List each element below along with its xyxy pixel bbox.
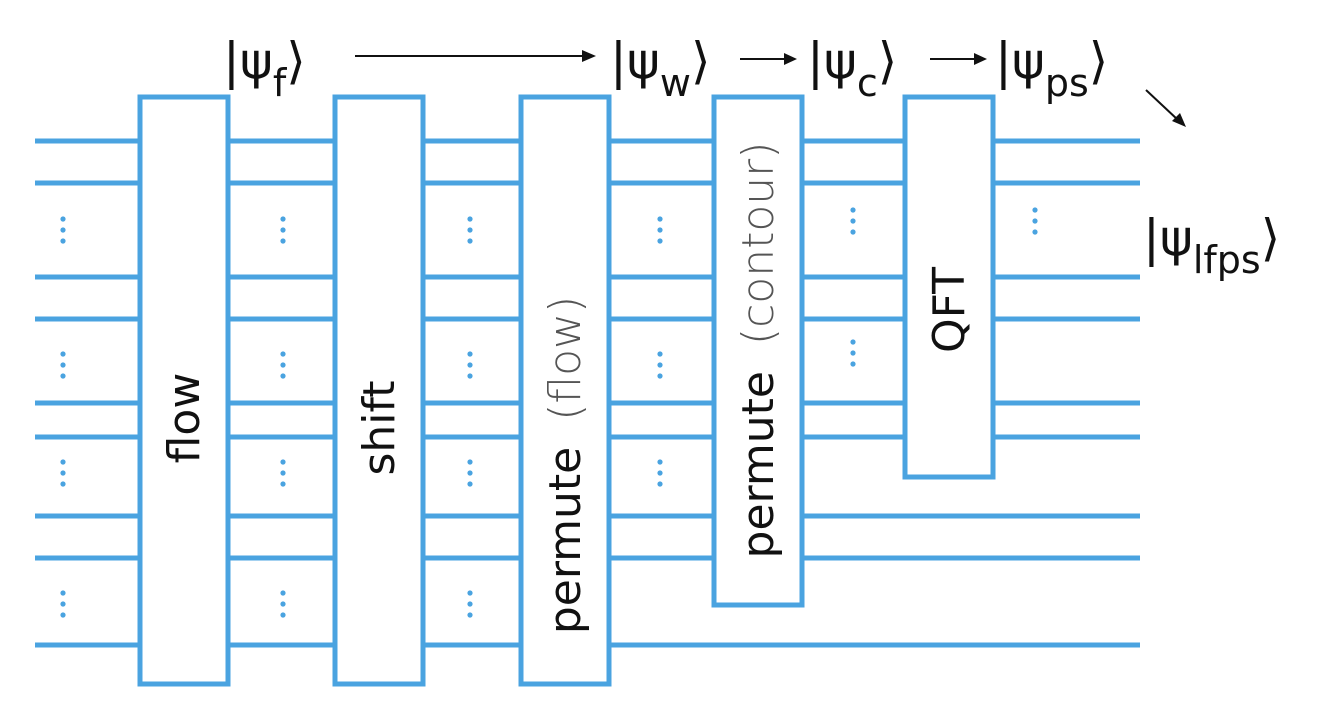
ket-symbol: ψ <box>1012 32 1045 90</box>
gate-qft: QFT <box>902 94 996 480</box>
ellipsis <box>850 339 856 367</box>
gate-label-main: permute <box>540 447 591 634</box>
arrowhead <box>1172 113 1186 127</box>
ellipsis <box>1032 207 1038 235</box>
gate-label: permute (contour) <box>733 142 784 559</box>
arrowhead <box>784 53 797 65</box>
ellipsis <box>60 351 66 379</box>
gate-label: shift <box>354 380 405 475</box>
ellipsis <box>657 351 663 379</box>
ellipsis <box>467 459 473 487</box>
gate-label-suffix: (contour) <box>733 142 784 345</box>
ellipsis <box>657 459 663 487</box>
ellipsis <box>467 351 473 379</box>
gate-label-suffix: (flow) <box>540 296 591 421</box>
ellipsis-group <box>60 207 1038 618</box>
ellipsis <box>657 216 663 244</box>
gate-label: QFT <box>924 267 975 353</box>
ket-text: |ψps⟩ <box>995 32 1108 105</box>
ket-text: |ψw⟩ <box>610 32 710 105</box>
gate-label-main: permute <box>733 371 784 558</box>
ket-symbol: ψ <box>1160 209 1193 267</box>
ellipsis <box>60 459 66 487</box>
arrow <box>1145 89 1179 121</box>
ellipsis <box>60 216 66 244</box>
ket-psi-c: |ψc⟩ <box>807 32 897 105</box>
ellipsis <box>280 216 286 244</box>
ellipsis <box>850 207 856 235</box>
ket-text: |ψf⟩ <box>223 32 306 105</box>
gate-label: flow <box>159 373 210 464</box>
ket-subscript: ps <box>1045 61 1089 105</box>
ket-subscript: w <box>660 61 691 105</box>
arrowhead <box>582 50 596 62</box>
gate-label: permute (flow) <box>540 296 591 634</box>
ket-text: |ψc⟩ <box>807 32 897 105</box>
arrowhead <box>974 53 987 65</box>
ket-psi-w: |ψw⟩ <box>610 32 710 105</box>
gate-flow: flow <box>137 94 231 687</box>
gate-permute-contour: permute (contour) <box>711 94 805 608</box>
ellipsis <box>280 590 286 618</box>
ket-symbol: ψ <box>824 32 857 90</box>
ellipsis <box>60 590 66 618</box>
ket-subscript: c <box>857 61 878 105</box>
gate-shift: shift <box>332 94 426 687</box>
ket-subscript: lfps <box>1193 238 1261 282</box>
ellipsis <box>280 351 286 379</box>
ket-subscript: f <box>273 61 288 105</box>
ellipsis <box>467 590 473 618</box>
ket-psi-f: |ψf⟩ <box>223 32 306 105</box>
ket-psi-ps: |ψps⟩ <box>995 32 1108 105</box>
gate-permute-flow: permute (flow) <box>518 94 612 687</box>
ket-text: |ψlfps⟩ <box>1143 209 1280 282</box>
ellipsis <box>467 216 473 244</box>
ket-psi-lfps: |ψlfps⟩ <box>1143 209 1280 282</box>
ket-symbol: ψ <box>627 32 660 90</box>
ellipsis <box>280 459 286 487</box>
ket-symbol: ψ <box>240 32 273 90</box>
